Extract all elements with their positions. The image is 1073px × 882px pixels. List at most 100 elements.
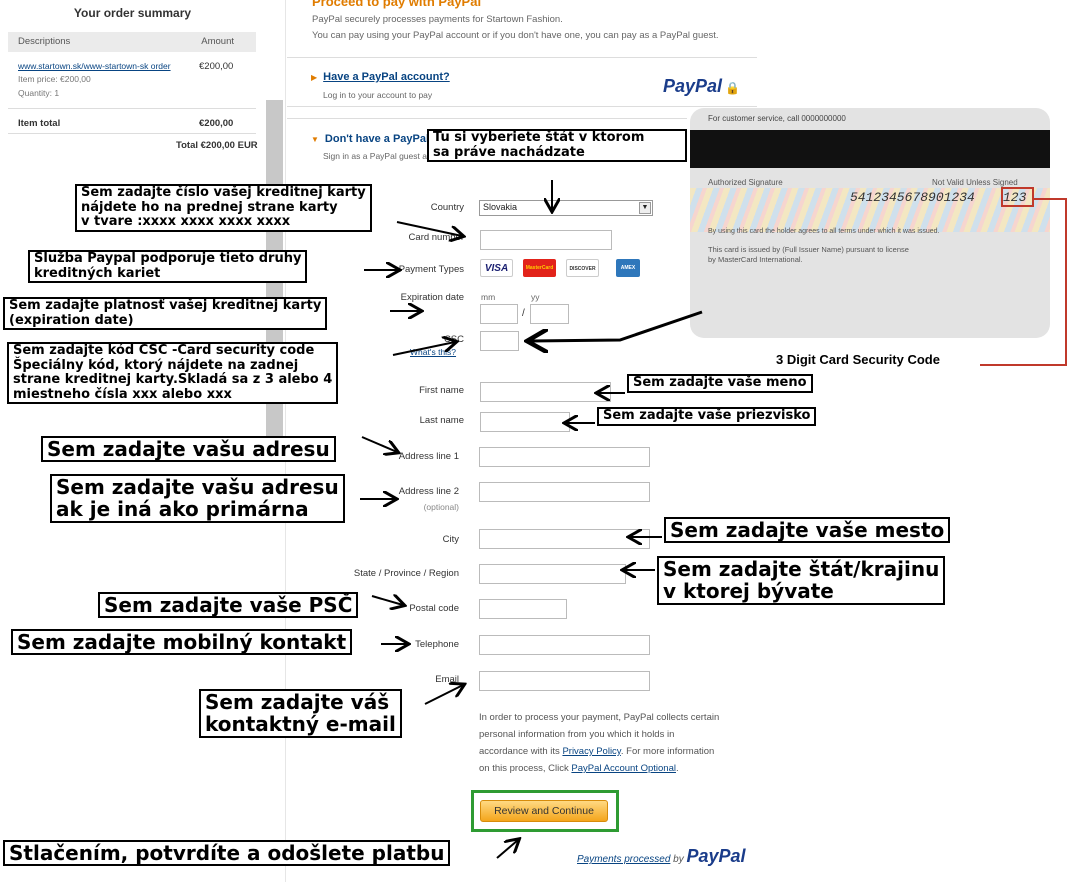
card-number-input[interactable] (480, 230, 612, 250)
amex-icon: AMEX (616, 259, 640, 277)
lock-icon: 🔒 (725, 81, 740, 95)
callout-submit: Stlačením, potvrdíte a odošlete platbu (3, 840, 451, 867)
item-total-label: Item total (18, 118, 61, 129)
arrow-card-number (396, 221, 462, 236)
exp-year-input[interactable] (530, 304, 569, 324)
postal-input[interactable] (479, 599, 567, 619)
have-account-subtitle: Log in to your account to pay (323, 90, 433, 100)
header-line-2: You can pay using your PayPal account or… (312, 30, 719, 41)
triangle-down-icon: ▼ (311, 135, 319, 144)
divider (8, 108, 256, 109)
arrow-csc-card (530, 310, 703, 341)
exp-slash: / (522, 308, 525, 319)
item-total: €200,00 (199, 118, 234, 129)
last-name-label: Last name (419, 415, 464, 426)
city-input[interactable] (479, 529, 650, 549)
privacy-info: In order to process your payment, PayPal… (479, 712, 720, 774)
callout-first-name: Sem zadajte vaše meno (627, 374, 813, 393)
card-back-illustration: For customer service, call 0000000000 Au… (690, 108, 1050, 338)
item-amount: €200,00 (199, 61, 234, 72)
have-account-heading[interactable]: ▶ Have a PayPal account? (311, 71, 450, 83)
callout-address1: Sem zadajte vašu adresu (41, 436, 336, 463)
callout-telephone: Sem zadajte mobilný kontakt (11, 629, 353, 656)
arrow-address1 (361, 436, 397, 452)
mastercard-icon: MasterCard (523, 259, 556, 277)
csc-help-link[interactable]: What's this? (410, 347, 457, 357)
telephone-input[interactable] (479, 635, 650, 655)
mm-hint: mm (481, 292, 496, 302)
card-number-print: 5412345678901234 (850, 190, 975, 205)
cvv-pointer-line (980, 364, 1067, 366)
divider (8, 133, 256, 134)
privacy-policy-link[interactable]: Privacy Policy (562, 746, 621, 757)
account-optional-link[interactable]: PayPal Account Optional (571, 763, 676, 774)
exp-month-input[interactable] (480, 304, 518, 324)
col-amount: Amount (201, 36, 234, 47)
security-code-label: 3 Digit Card Security Code (776, 352, 940, 367)
order-item-link[interactable]: www.startown.sk/www-startown-sk order (18, 61, 171, 71)
review-and-continue-button[interactable]: Review and Continue (480, 800, 608, 822)
payments-processed: Payments processed by PayPal (577, 846, 746, 866)
callout-postal: Sem zadajte vaše PSČ (98, 592, 359, 619)
address2-input[interactable] (479, 482, 650, 502)
have-account-link[interactable]: Have a PayPal account? (323, 71, 450, 83)
signature-panel (690, 188, 1050, 232)
arrow-csc (392, 342, 455, 356)
cvv-highlight-box (1001, 187, 1034, 207)
callout-expiration: Sem zadajte platnosť vašej kreditnej kar… (3, 297, 328, 331)
discover-icon: DISCOVER (566, 259, 599, 277)
first-name-label: First name (419, 385, 464, 396)
arrow-email (424, 685, 463, 705)
order-total: Total €200,00 EUR (176, 140, 258, 151)
country-select[interactable]: Slovakia▼ (479, 200, 653, 216)
address1-label: Address line 1 (398, 451, 459, 462)
item-price: Item price: €200,00 (18, 74, 91, 84)
cvv-pointer-line (1034, 198, 1067, 200)
email-label: Email (435, 674, 459, 685)
col-descriptions: Descriptions (18, 36, 71, 47)
country-label: Country (430, 202, 464, 213)
state-label: State / Province / Region (353, 568, 459, 579)
callout-city: Sem zadajte vaše mesto (664, 517, 951, 544)
city-label: City (442, 534, 459, 545)
paypal-footer-logo: PayPal (686, 846, 746, 866)
item-quantity: Quantity: 1 (18, 88, 60, 98)
summary-header-row: Descriptions Amount (8, 32, 256, 52)
card-agree-text: By using this card the holder agrees to … (708, 228, 940, 235)
card-number-label: Card number (408, 232, 464, 243)
address2-label: Address line 2 (398, 486, 459, 497)
header-line-1: PayPal securely processes payments for S… (312, 14, 563, 25)
order-summary-title: Your order summary (73, 6, 192, 20)
callout-last-name: Sem zadajte vaše priezvisko (597, 407, 817, 426)
postal-label: Postal code (409, 603, 459, 614)
card-issued-text-2: by MasterCard International. (708, 255, 803, 264)
email-input[interactable] (479, 671, 650, 691)
arrow-submit (496, 840, 518, 859)
magnetic-stripe (690, 130, 1050, 168)
paypal-logo: PayPal🔒 (663, 76, 740, 96)
triangle-right-icon: ▶ (311, 73, 318, 82)
authorized-signature: Authorized Signature (708, 178, 783, 187)
page-title: Proceed to pay with PayPal (312, 0, 482, 9)
have-account-panel[interactable]: ▶ Have a PayPal account? Log in to your a… (287, 57, 757, 107)
not-valid-text: Not Valid Unless Signed (932, 178, 1018, 187)
cvv-pointer-line (1065, 198, 1067, 366)
cvv-print: 123 (1003, 190, 1027, 205)
arrow-postal (371, 596, 403, 605)
expiration-label: Expiration date (400, 292, 464, 303)
submit-highlight (471, 790, 619, 832)
address1-input[interactable] (479, 447, 650, 467)
card-service-text: For customer service, call 0000000000 (708, 114, 846, 123)
payment-types-label: Payment Types (398, 264, 464, 275)
address2-optional: (optional) (423, 502, 459, 512)
csc-input[interactable] (480, 331, 519, 351)
telephone-label: Telephone (415, 639, 459, 650)
